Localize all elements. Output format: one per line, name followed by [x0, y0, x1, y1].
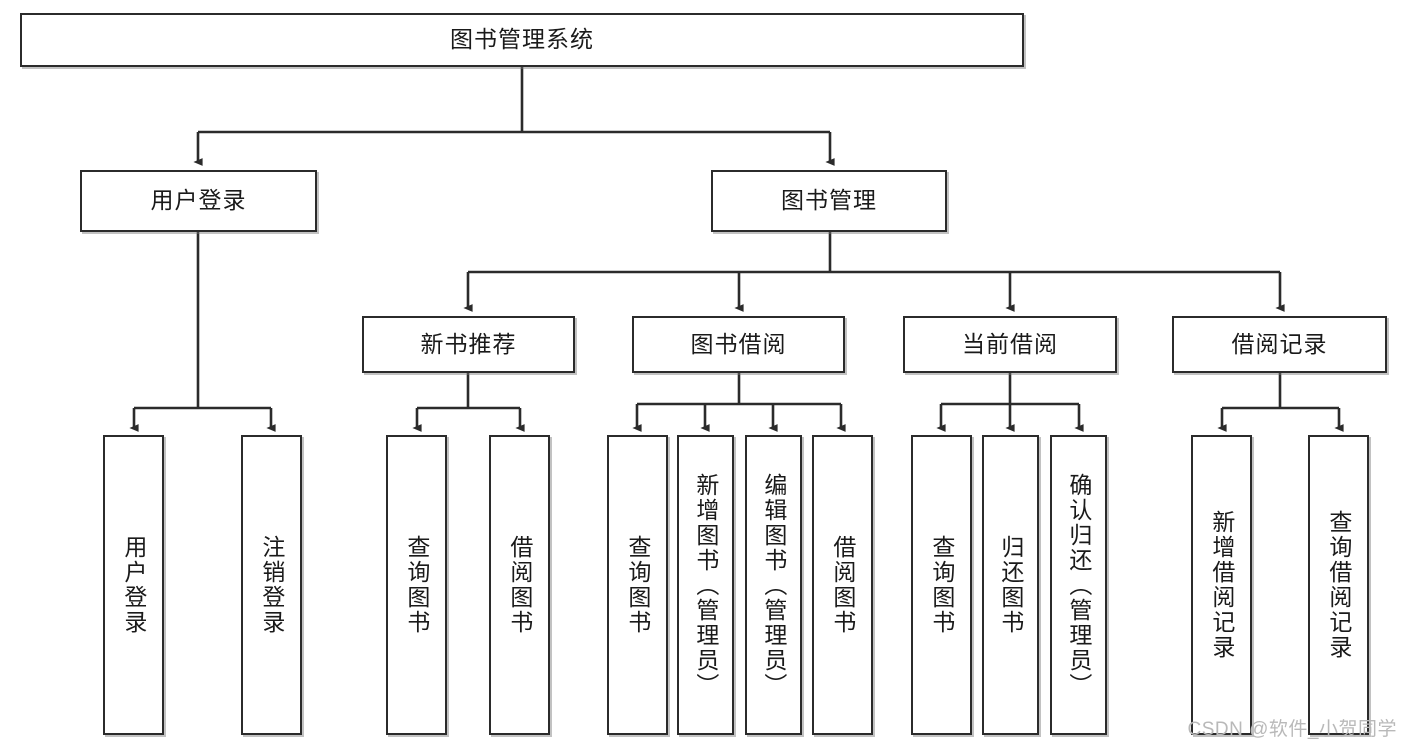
- leaf-query-book-1-label: 查询图书: [403, 535, 430, 635]
- node-root[interactable]: 图书管理系统: [20, 13, 1024, 67]
- node-book-manage[interactable]: 图书管理: [711, 170, 947, 232]
- leaf-return-book-label: 归还图书: [997, 535, 1024, 635]
- leaf-user-logout[interactable]: 注销登录: [241, 435, 302, 735]
- leaf-query-book-3-label: 查询图书: [928, 535, 955, 635]
- watermark: CSDN @软件_小贺同学: [1187, 719, 1397, 740]
- leaf-confirm-return[interactable]: 确认归还（管理员）: [1050, 435, 1107, 735]
- leaf-borrow-book-2-label: 借阅图书: [829, 535, 856, 635]
- node-current-borrow-label: 当前借阅: [962, 330, 1058, 357]
- leaf-confirm-return-label: 确认归还（管理员）: [1065, 472, 1092, 698]
- leaf-add-book[interactable]: 新增图书（管理员）: [677, 435, 734, 735]
- node-root-label: 图书管理系统: [450, 26, 594, 53]
- leaf-user-logout-label: 注销登录: [258, 535, 285, 635]
- leaf-query-book-2-label: 查询图书: [624, 535, 651, 635]
- node-current-borrow[interactable]: 当前借阅: [903, 316, 1117, 373]
- leaf-user-login[interactable]: 用户登录: [103, 435, 164, 735]
- leaf-query-record-label: 查询借阅记录: [1325, 510, 1352, 660]
- node-borrow-record-label: 借阅记录: [1231, 330, 1328, 357]
- leaf-query-book-1[interactable]: 查询图书: [386, 435, 447, 735]
- leaf-edit-book-label: 编辑图书（管理员）: [760, 472, 787, 698]
- leaf-add-record[interactable]: 新增借阅记录: [1191, 435, 1252, 735]
- node-book-borrow[interactable]: 图书借阅: [632, 316, 845, 373]
- leaf-query-book-2[interactable]: 查询图书: [607, 435, 668, 735]
- leaf-add-book-label: 新增图书（管理员）: [692, 472, 719, 698]
- node-new-book-recommend[interactable]: 新书推荐: [362, 316, 575, 373]
- leaf-edit-book[interactable]: 编辑图书（管理员）: [745, 435, 802, 735]
- leaf-query-record[interactable]: 查询借阅记录: [1308, 435, 1369, 735]
- node-book-manage-label: 图书管理: [781, 187, 877, 214]
- leaf-borrow-book-1-label: 借阅图书: [506, 535, 533, 635]
- node-borrow-record[interactable]: 借阅记录: [1172, 316, 1387, 373]
- leaf-borrow-book-1[interactable]: 借阅图书: [489, 435, 550, 735]
- leaf-return-book[interactable]: 归还图书: [982, 435, 1039, 735]
- node-user-login-label: 用户登录: [150, 187, 247, 214]
- node-user-login[interactable]: 用户登录: [80, 170, 317, 232]
- leaf-add-record-label: 新增借阅记录: [1208, 510, 1235, 660]
- leaf-user-login-label: 用户登录: [120, 535, 147, 635]
- leaf-borrow-book-2[interactable]: 借阅图书: [812, 435, 873, 735]
- leaf-query-book-3[interactable]: 查询图书: [911, 435, 972, 735]
- node-new-book-recommend-label: 新书推荐: [420, 330, 517, 357]
- node-book-borrow-label: 图书借阅: [690, 330, 787, 357]
